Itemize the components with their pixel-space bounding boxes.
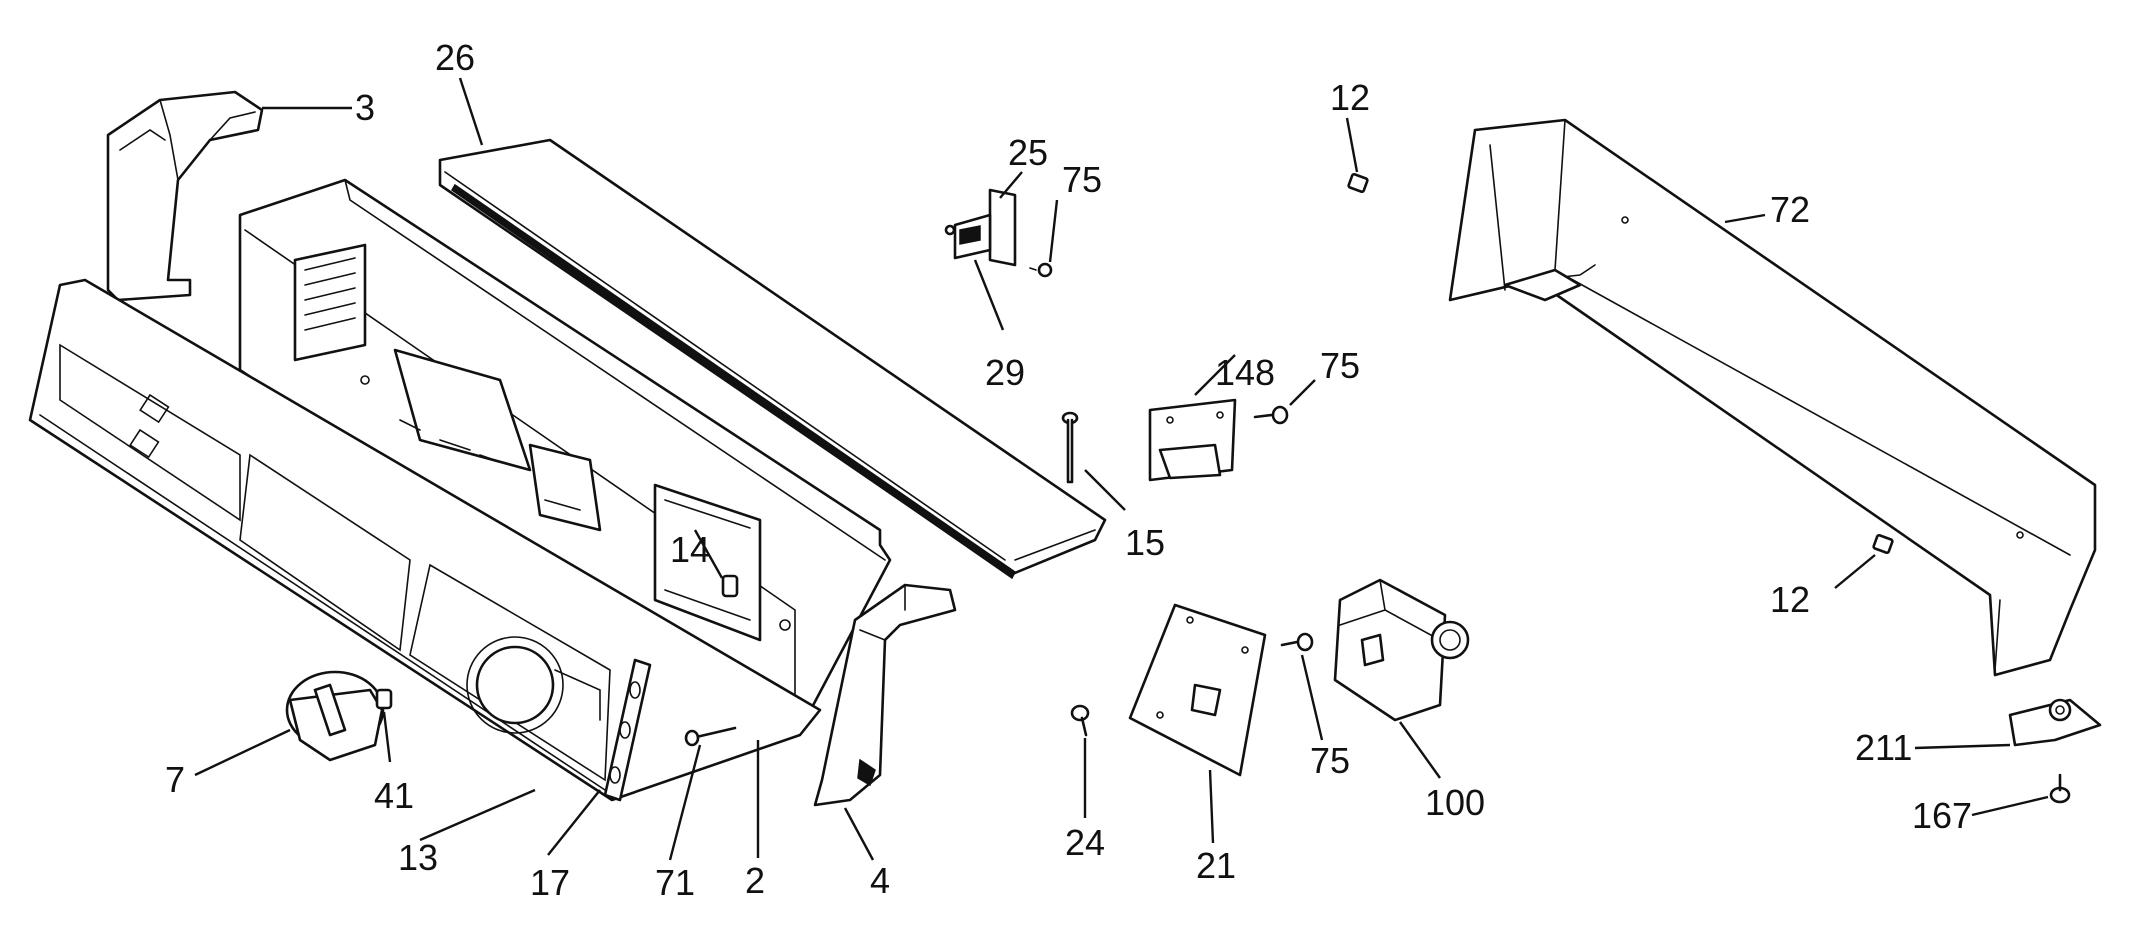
callout-29: 29 — [985, 352, 1025, 393]
part-7-knob — [285, 670, 385, 762]
callout-25: 25 — [1008, 132, 1048, 173]
leader-lines — [194, 77, 2049, 861]
callout-17: 17 — [530, 862, 570, 903]
callout-100: 100 — [1425, 782, 1485, 823]
callout-41: 41 — [374, 775, 414, 816]
callout-12: 12 — [1330, 77, 1370, 118]
callout-167: 167 — [1912, 795, 1972, 836]
callout-24: 24 — [1065, 822, 1105, 863]
callout-71: 71 — [655, 862, 695, 903]
callout-75: 75 — [1310, 740, 1350, 781]
callout-211: 211 — [1855, 727, 1912, 768]
part-71-screw — [684, 726, 737, 747]
callout-148: 148 — [1215, 352, 1275, 393]
part-75-screw-lower — [1280, 632, 1314, 652]
callout-13: 13 — [398, 837, 438, 878]
callout-21: 21 — [1196, 845, 1236, 886]
part-148-bracket — [1148, 398, 1237, 482]
callout-3: 3 — [355, 87, 375, 128]
part-211-bracket — [2008, 698, 2102, 747]
part-24-screw — [1070, 704, 1090, 737]
callout-72: 72 — [1770, 189, 1810, 230]
callout-labels: 3 26 25 75 29 12 72 148 75 15 14 12 7 41… — [165, 37, 1972, 903]
callout-15: 15 — [1125, 522, 1165, 563]
part-100-timer — [1333, 578, 1470, 722]
part-75-screw-upper — [1029, 262, 1053, 278]
part-167-screw — [2049, 773, 2071, 804]
part-12-clip-lower — [1872, 533, 1894, 555]
part-4-right-end-cap — [813, 583, 957, 807]
callout-2: 2 — [745, 860, 765, 901]
part-21-mounting-plate — [1128, 603, 1267, 777]
callout-75: 75 — [1320, 345, 1360, 386]
callout-14: 14 — [670, 529, 710, 570]
part-12-clip-upper — [1347, 172, 1369, 194]
callout-7: 7 — [165, 759, 185, 800]
part-25-switch — [944, 188, 1017, 267]
callout-4: 4 — [870, 860, 890, 901]
part-41-insert — [375, 688, 393, 710]
callout-75: 75 — [1062, 159, 1102, 200]
part-17-bracket — [603, 658, 652, 802]
part-72-rear-housing — [1448, 118, 2097, 677]
callout-26: 26 — [435, 37, 475, 78]
part-14-clip — [721, 574, 739, 598]
part-75-screw-middle — [1253, 405, 1289, 425]
part-15-long-screw — [1061, 411, 1079, 484]
callout-12: 12 — [1770, 579, 1810, 620]
part-26-top-trim — [438, 138, 1107, 580]
part-13-front-panel — [28, 278, 822, 802]
